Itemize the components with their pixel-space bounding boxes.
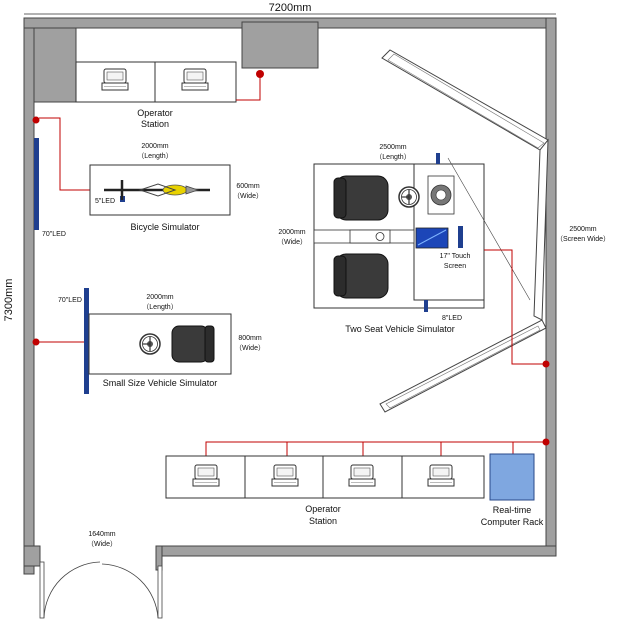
two-seat-title: Two Seat Vehicle Simulator [345,324,455,334]
bicycle-width-label: 600mm [236,183,260,190]
steering-wheel-icon [398,186,420,208]
two-seat-length-label: 2500mm [379,144,406,151]
small-vehicle-led-label: 70"LED [58,297,82,304]
two-seat-led-top [436,153,440,164]
screen-wide-label: 2500mm [569,226,596,233]
cable-left-top [39,117,90,191]
bicycle-simulator: 70"LED 2000mm （Length） 5"LED 600mm （Wide… [32,116,263,238]
small-vehicle-title: Small Size Vehicle Simulator [103,378,218,388]
wall-right [545,17,557,557]
wall-bottom-right [157,545,557,557]
power-outlet-icon [542,360,550,368]
two-seat-simulator: 2500mm （Length） 17" Touch Screen 8"LED 2… [277,144,485,334]
monitor-icon [348,464,376,487]
two-seat-led-label: 8"LED [442,315,462,322]
monitor-icon [427,464,455,487]
small-vehicle-length-note: （Length） [142,303,177,311]
bicycle-width-note: （Wide） [233,192,263,200]
monitor-icon [271,464,299,487]
computer-rack-label: Computer Rack [481,517,544,527]
power-outlet-icon [542,438,550,446]
power-outlet-icon [32,338,40,346]
operator-station-top-label: Station [141,119,169,129]
double-door: 1640mm （Wide） [39,531,163,619]
computer-rack: Real-time Computer Rack [481,453,544,527]
small-vehicle-length-label: 2000mm [146,294,173,301]
two-seat-width-label: 2000mm [278,229,305,236]
monitor-icon [181,68,209,91]
operator-station-bottom-label: Station [309,516,337,526]
room-height-label: 7300mm [3,279,15,322]
seat-icon [333,175,389,221]
door-width-note: （Wide） [87,540,117,548]
seat-icon [171,325,215,363]
operator-station-bottom-label: Operator [305,504,341,514]
touch-screen-label: 17" Touch [440,253,471,260]
operator-station-top-label: Operator [137,108,173,118]
cable-bottom-bus [205,441,546,456]
bicycle-simulator-title: Bicycle Simulator [130,222,199,232]
computer-rack-box [489,453,535,501]
steering-wheel-icon [139,333,161,355]
operator-station-top: Operator Station [75,21,319,129]
operator-station-bottom: Operator Station [165,455,485,526]
wall-bottom-left [23,545,41,567]
bicycle-led-large-label: 70"LED [42,231,66,238]
power-outlet-icon [32,116,40,124]
power-outlet-icon [256,70,264,78]
bicycle-led-small-label: 5"LED [95,198,115,205]
small-vehicle-width-note: （Wide） [235,344,265,352]
cable-two-seat [484,249,546,365]
bicycle-length-label: 2000mm [141,143,168,150]
cabinet-top [241,21,319,69]
led-panel-small-vehicle [84,288,89,394]
monitor-icon [192,464,220,487]
computer-rack-label: Real-time [493,505,532,515]
two-seat-led-bottom [424,300,428,312]
door-width-label: 1640mm [88,531,115,538]
monitor-icon [101,68,129,91]
wall-left-top [23,17,35,575]
touch-screen-led [458,226,463,248]
screen-wide-note: （Screen Wide） [556,235,610,243]
wall-corner-block [33,27,77,103]
touch-screen-label: Screen [444,263,466,270]
small-vehicle-width-label: 800mm [238,335,262,342]
seat-icon [333,253,389,299]
desk-top [75,61,237,103]
room-width-label: 7200mm [269,2,312,14]
bicycle-icon [104,180,210,200]
cable-top [236,74,261,101]
small-vehicle-simulator: 70"LED 2000mm （Length） 800mm （Wide） Smal… [32,288,265,394]
bicycle-length-note: （Length） [137,152,172,160]
two-seat-width-note: （Wide） [277,238,307,246]
projection-screen [379,49,549,413]
led-panel-left [34,138,39,230]
two-seat-length-note: （Length） [375,153,410,161]
